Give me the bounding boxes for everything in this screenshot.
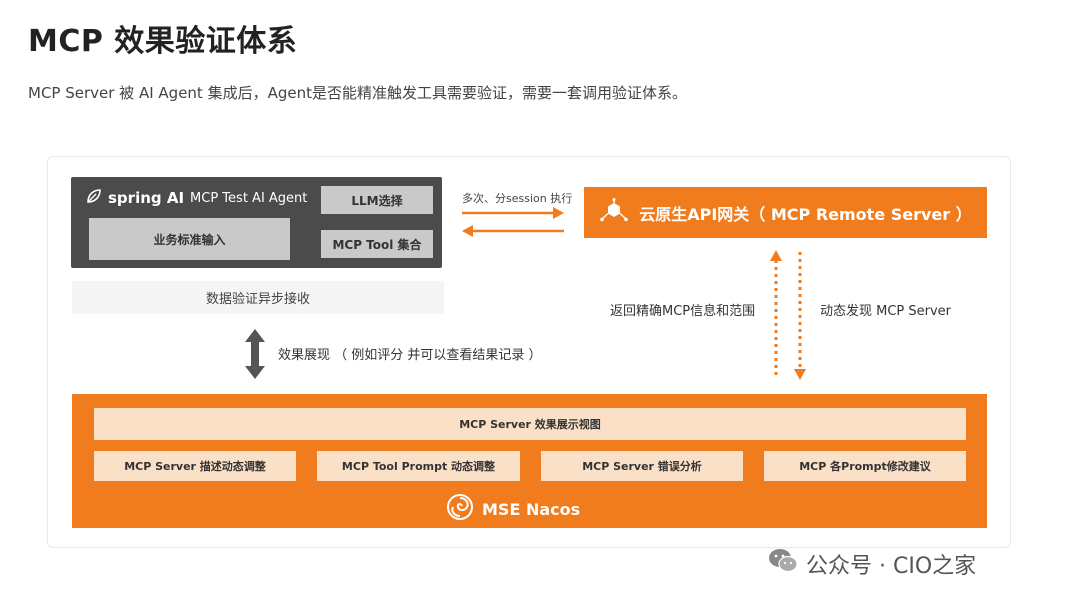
llm-select-box: LLM选择 (321, 186, 433, 214)
nacos-label: MSE Nacos (482, 499, 581, 519)
dotted-vertical-arrows (770, 250, 806, 380)
effect-double-arrow (245, 329, 265, 379)
return-mcp-info-label: 返回精确MCP信息和范围 (610, 304, 756, 319)
business-input-box: 业务标准输入 (89, 218, 290, 260)
nacos-feature-box: MCP Tool Prompt 动态调整 (317, 451, 520, 481)
wechat-icon (768, 548, 798, 580)
gateway-label: 云原生API网关（ MCP Remote Server ） (639, 204, 972, 224)
nacos-spiral-icon (446, 493, 474, 525)
mcp-tool-set-box: MCP Tool 集合 (321, 230, 433, 258)
watermark: 公众号 · CIO之家 (768, 548, 976, 580)
nacos-feature-box: MCP Server 描述动态调整 (94, 451, 296, 481)
nacos-label-row: MSE Nacos (446, 493, 580, 525)
agent-name: MCP Test AI Agent (190, 190, 308, 206)
page-title: MCP 效果验证体系 (28, 24, 298, 59)
arrow-head-right (553, 207, 564, 219)
bidirectional-arrows (462, 207, 564, 237)
nacos-feature-box: MCP 各Prompt修改建议 (764, 451, 966, 481)
api-gateway-box: 云原生API网关（ MCP Remote Server ） (584, 187, 987, 238)
arrow-head-up (770, 250, 782, 261)
async-receive-box: 数据验证异步接收 (72, 281, 444, 314)
effect-display-label: 效果展现 （ 例如评分 并可以查看结果记录 ） (278, 348, 542, 363)
effect-view-box: MCP Server 效果展示视图 (94, 408, 966, 440)
multi-session-label: 多次、分session 执行 (462, 192, 573, 205)
gateway-hub-icon (599, 197, 629, 228)
arrow-head-left (462, 225, 473, 237)
spring-ai-brand: spring AI (108, 189, 185, 207)
page-subtitle: MCP Server 被 AI Agent 集成后，Agent是否能精准触发工具… (28, 84, 687, 102)
nacos-feature-box: MCP Server 错误分析 (541, 451, 743, 481)
dynamic-discovery-label: 动态发现 MCP Server (820, 304, 952, 319)
agent-header: spring AI MCP Test AI Agent (86, 188, 307, 208)
watermark-text: 公众号 · CIO之家 (806, 554, 977, 579)
spring-leaf-icon (86, 188, 102, 208)
arrow-head-down (794, 369, 806, 380)
